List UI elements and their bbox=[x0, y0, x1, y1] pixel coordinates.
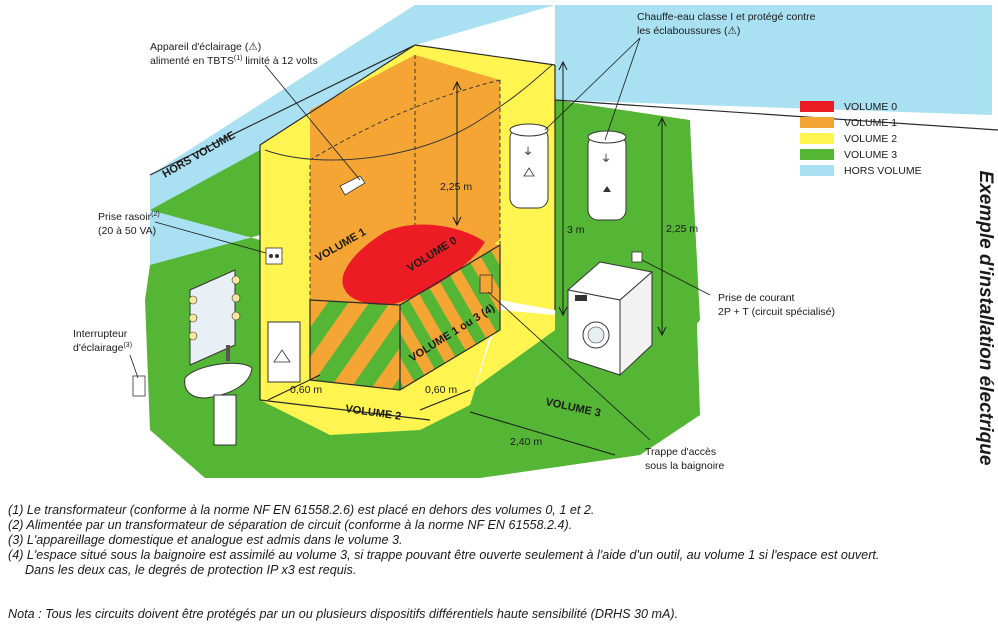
bath-access-hatch-icon bbox=[479, 274, 493, 294]
dim-volume1-height: 2,25 m bbox=[440, 181, 472, 193]
legend-label-hors-volume: HORS VOLUME bbox=[844, 165, 922, 177]
dim-volume3-height: 2,25 m bbox=[666, 223, 698, 235]
dimension-lines bbox=[267, 60, 667, 456]
footnote-1: (1) Le transformateur (conforme à la nor… bbox=[8, 503, 595, 517]
footnote-4: (4) L'espace situé sous la baignoire est… bbox=[8, 548, 880, 562]
legend-swatch-volume-2 bbox=[800, 133, 834, 144]
legend-swatch-volume-0 bbox=[800, 101, 834, 112]
bathtub-front bbox=[310, 300, 400, 390]
dim-right-width: 0,60 m bbox=[425, 384, 457, 396]
footnote-4-continued: Dans les deux cas, le degrés de protecti… bbox=[25, 563, 357, 577]
callout-water-heater: Chauffe-eau classe I et protégé contre l… bbox=[637, 11, 818, 37]
washing-machine-icon bbox=[566, 261, 654, 377]
shaver-socket-icon bbox=[265, 247, 283, 265]
dim-left-width: 0,60 m bbox=[290, 384, 322, 396]
diagram-title: Exemple d'installation électrique bbox=[975, 170, 996, 466]
footnote-2: (2) Alimentée par un transformateur de s… bbox=[8, 518, 573, 532]
callout-light-fixture: Appareil d'éclairage (⚠) alimenté en TBT… bbox=[150, 41, 318, 67]
callout-light-switch: Interrupteur d'éclairage(3) bbox=[73, 328, 132, 354]
legend-swatch-volume-1 bbox=[800, 117, 834, 128]
callout-shaver-socket: Prise rasoir(2) (20 à 50 VA) bbox=[98, 207, 163, 237]
water-heater-2-icon: ⏚ bbox=[587, 130, 627, 221]
legend: VOLUME 0 VOLUME 1 VOLUME 2 VOLUME 3 HORS… bbox=[800, 101, 922, 177]
volume-1-dashed-outline bbox=[309, 55, 501, 300]
bathtub-side bbox=[400, 245, 500, 390]
legend-swatch-volume-3 bbox=[800, 149, 834, 160]
footnotes: (1) Le transformateur (conforme à la nor… bbox=[8, 503, 993, 578]
legend-label-volume-2: VOLUME 2 bbox=[844, 133, 897, 145]
water-heater-icon: ⏚ bbox=[509, 123, 549, 209]
light-switch-icon bbox=[132, 375, 146, 397]
light-fixture-icon bbox=[339, 175, 366, 196]
callout-leaders bbox=[129, 37, 711, 441]
dim-volume3-width: 2,40 m bbox=[510, 436, 542, 448]
mirror-icon bbox=[188, 269, 241, 366]
power-socket-icon bbox=[631, 251, 643, 263]
room-outlines bbox=[149, 44, 998, 421]
legend-label-volume-3: VOLUME 3 bbox=[844, 149, 897, 161]
dim-total-height: 3 m bbox=[567, 224, 585, 236]
callout-power-socket: Prise de courant 2P + T (circuit spécial… bbox=[718, 292, 835, 318]
footnote-3: (3) L'appareillage domestique et analogu… bbox=[8, 533, 403, 547]
svg-text:⏚: ⏚ bbox=[601, 153, 611, 165]
heater-panel-icon bbox=[267, 321, 301, 383]
nota: Nota : Tous les circuits doivent être pr… bbox=[8, 607, 679, 621]
legend-label-volume-1: VOLUME 1 bbox=[844, 117, 897, 129]
volume-2-floor bbox=[260, 310, 555, 435]
callout-access-hatch: Trappe d'accès sous la baignoire bbox=[645, 446, 725, 472]
volume-0-zone bbox=[342, 224, 485, 305]
volume-2-curve bbox=[264, 64, 553, 161]
washbasin-icon bbox=[184, 345, 253, 446]
legend-swatch-hors-volume bbox=[800, 165, 834, 176]
legend-label-volume-0: VOLUME 0 bbox=[844, 101, 897, 113]
svg-text:⏚: ⏚ bbox=[523, 146, 533, 158]
hors-volume-back-wall bbox=[150, 5, 992, 300]
